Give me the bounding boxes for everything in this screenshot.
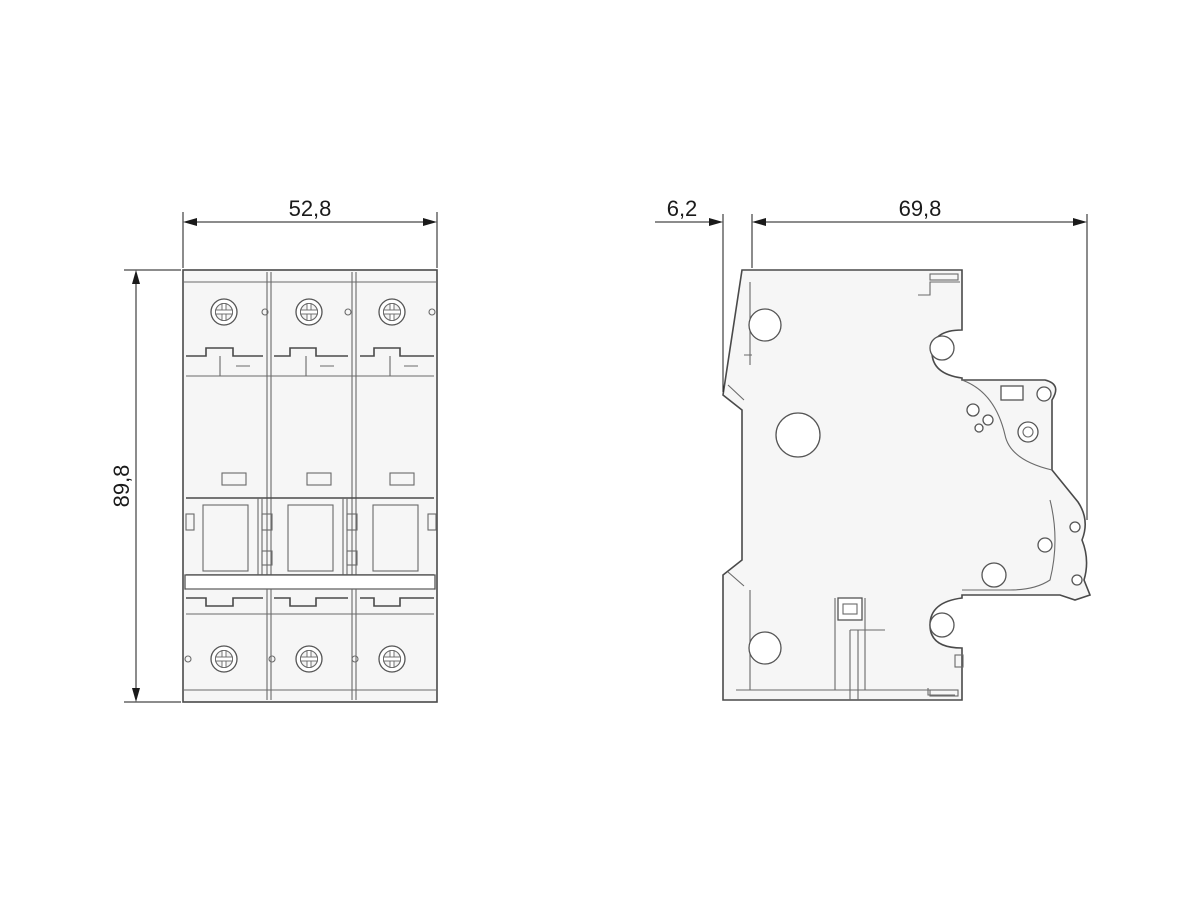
top-screw-1 (210, 298, 238, 326)
front-view (182, 269, 438, 703)
dimension-side-offset: 6,2 (655, 196, 766, 392)
dimension-side-depth: 69,8 (754, 196, 1088, 520)
side-housing (722, 269, 1092, 701)
top-screw-2 (295, 298, 323, 326)
front-height-label: 89,8 (109, 465, 134, 508)
dimension-front-height: 89,8 (109, 269, 181, 703)
bottom-screw-1 (210, 645, 238, 673)
front-width-label: 52,8 (289, 196, 332, 221)
top-screw-3 (378, 298, 406, 326)
bottom-screw-2 (295, 645, 323, 673)
side-view (722, 269, 1092, 701)
front-housing (182, 269, 438, 703)
bottom-screw-3 (378, 645, 406, 673)
dimension-front-width: 52,8 (182, 196, 438, 268)
side-depth-label: 69,8 (899, 196, 942, 221)
side-offset-label: 6,2 (667, 196, 698, 221)
